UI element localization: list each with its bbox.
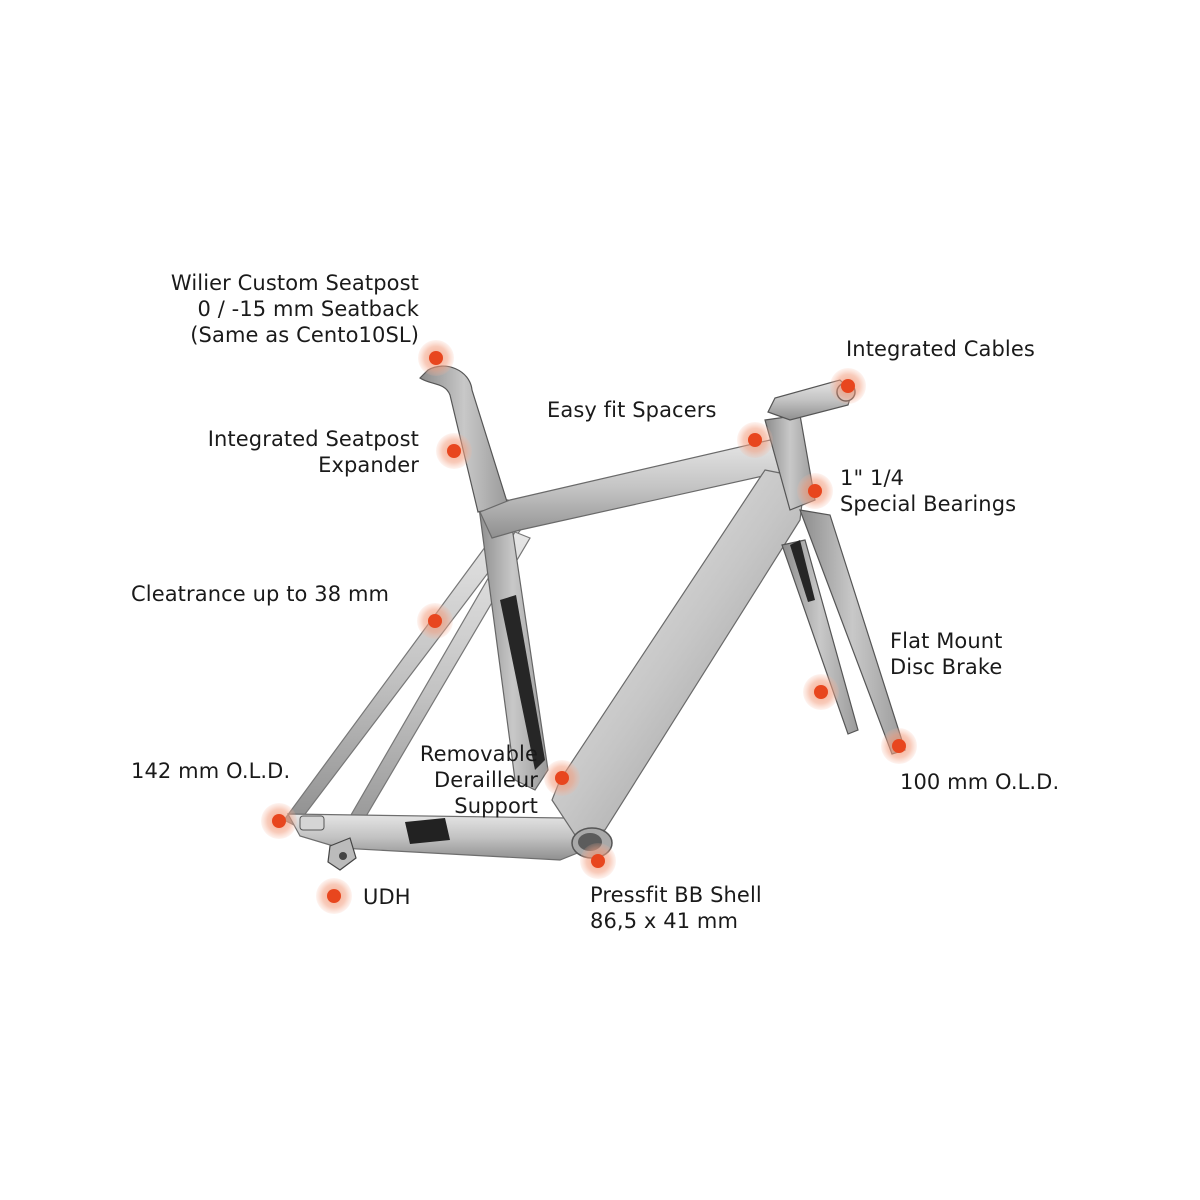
label-bb-shell: Pressfit BB Shell 86,5 x 41 mm (590, 882, 762, 934)
label-expander-line1: Integrated Seatpost (207, 427, 419, 451)
marker-clearance (417, 603, 453, 639)
label-clearance: Cleatrance up to 38 mm (131, 581, 389, 607)
marker-udh (316, 878, 352, 914)
label-disc-brake-line2: Disc Brake (890, 655, 1003, 679)
marker-disc-brake (803, 674, 839, 710)
label-seatpost-line1: Wilier Custom Seatpost (170, 271, 419, 295)
label-cables: Integrated Cables (846, 336, 1035, 362)
label-disc-brake: Flat Mount Disc Brake (890, 628, 1003, 680)
label-bb-shell-line1: Pressfit BB Shell (590, 883, 762, 907)
label-old-front-line1: 100 mm O.L.D. (900, 770, 1060, 794)
marker-old-front (881, 728, 917, 764)
label-expander-line2: Expander (318, 453, 419, 477)
marker-old-rear (261, 803, 297, 839)
label-udh: UDH (363, 884, 411, 910)
label-old-front: 100 mm O.L.D. (900, 769, 1059, 795)
marker-seatpost (418, 340, 454, 376)
seat-tube-dark (500, 595, 545, 770)
markers (261, 340, 917, 914)
label-clearance-line1: Cleatrance up to 38 mm (131, 582, 390, 606)
label-expander: Integrated Seatpost Expander (208, 426, 419, 478)
marker-bearings (797, 473, 833, 509)
label-udh-line1: UDH (363, 885, 411, 909)
label-cables-line1: Integrated Cables (846, 337, 1035, 361)
marker-derailleur (544, 760, 580, 796)
label-derailleur-line3: Support (454, 794, 538, 818)
label-derailleur-line2: Derailleur (434, 768, 538, 792)
marker-spacers (737, 422, 773, 458)
label-seatpost-line3: (Same as Cento10SL) (190, 323, 419, 347)
label-disc-brake-line1: Flat Mount (890, 629, 1003, 653)
label-bearings: 1" 1/4 Special Bearings (840, 465, 1016, 517)
label-seatpost-line2: 0 / -15 mm Seatback (197, 297, 419, 321)
label-spacers: Easy fit Spacers (547, 397, 717, 423)
label-bearings-line1: 1" 1/4 (840, 466, 905, 490)
chain-stay-black-band (405, 818, 450, 844)
label-bearings-line2: Special Bearings (840, 492, 1017, 516)
label-old-rear: 142 mm O.L.D. (131, 758, 290, 784)
label-bb-shell-line2: 86,5 x 41 mm (590, 909, 739, 933)
down-tube (551, 469, 806, 836)
marker-cables (830, 368, 866, 404)
label-derailleur: Removable Derailleur Support (420, 741, 538, 819)
label-derailleur-line1: Removable (419, 742, 538, 766)
marker-bb-shell (580, 843, 616, 879)
marker-expander (436, 433, 472, 469)
label-old-rear-line1: 142 mm O.L.D. (131, 759, 291, 783)
label-spacers-line1: Easy fit Spacers (547, 398, 717, 422)
label-seatpost: Wilier Custom Seatpost 0 / -15 mm Seatba… (171, 270, 419, 348)
